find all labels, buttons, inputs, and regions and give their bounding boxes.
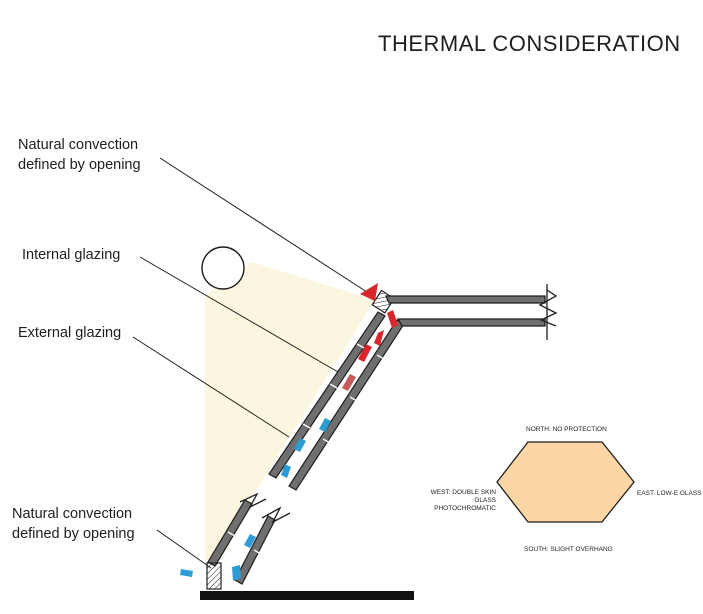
mullion xyxy=(356,343,365,349)
warm-air-dash xyxy=(342,374,356,391)
warm-air-arrowhead xyxy=(360,283,378,301)
mullion xyxy=(253,549,262,555)
mullion xyxy=(329,383,338,389)
label-convection-bottom: Natural convection defined by opening xyxy=(12,506,135,542)
leader-external-glazing xyxy=(132,336,290,438)
orientation-north: NORTH: NO PROTECTION xyxy=(526,426,607,433)
mullion xyxy=(376,354,385,360)
roof-slab-lower xyxy=(396,318,546,327)
roof-slab-upper xyxy=(385,295,546,304)
leader-convection-top xyxy=(159,157,371,295)
external-glazing-upper xyxy=(268,311,386,479)
warm-air-dash xyxy=(387,310,398,328)
orientation-west: WEST: DOUBLE SKIN GLASS PHOTOCHROMATIC xyxy=(430,489,496,512)
mullion xyxy=(227,531,236,537)
sill-block xyxy=(206,562,222,590)
break-line-internal xyxy=(261,506,291,524)
cool-air-dash xyxy=(281,464,291,478)
cool-air-dash xyxy=(232,565,241,581)
warm-air-arrow-icon xyxy=(342,283,398,391)
mullion xyxy=(349,396,358,402)
label-convection-top: Natural convection defined by opening xyxy=(18,137,141,173)
label-external-glazing: External glazing xyxy=(18,325,122,341)
cool-air-arrow-icon xyxy=(180,418,331,581)
mullion xyxy=(302,423,311,429)
glazing-mullions xyxy=(227,343,385,555)
break-line-external xyxy=(239,492,267,509)
sunlight-beam xyxy=(205,262,375,560)
leader-convection-bottom xyxy=(156,529,212,569)
ground-slab xyxy=(200,591,414,600)
break-line-icon xyxy=(239,492,291,524)
orientation-hexagon xyxy=(496,441,635,523)
mullion xyxy=(322,438,331,444)
leader-lines xyxy=(132,157,371,569)
cool-air-dash xyxy=(294,438,306,452)
sun-icon xyxy=(201,246,245,290)
roof-slabs xyxy=(385,284,558,340)
cool-air-dash xyxy=(319,418,331,432)
warm-air-dash xyxy=(358,344,372,362)
orientation-east: EAST: LOW-E GLASS xyxy=(637,490,702,497)
cool-air-dash xyxy=(244,534,256,548)
page-title: THERMAL CONSIDERATION xyxy=(378,31,681,56)
warm-air-dash xyxy=(374,330,384,346)
break-line-icon xyxy=(538,289,558,327)
label-internal-glazing: Internal glazing xyxy=(22,247,121,263)
leader-internal-glazing xyxy=(139,256,339,373)
orientation-south: SOUTH: SLIGHT OVERHANG xyxy=(524,546,613,553)
cool-air-dash xyxy=(180,569,193,577)
